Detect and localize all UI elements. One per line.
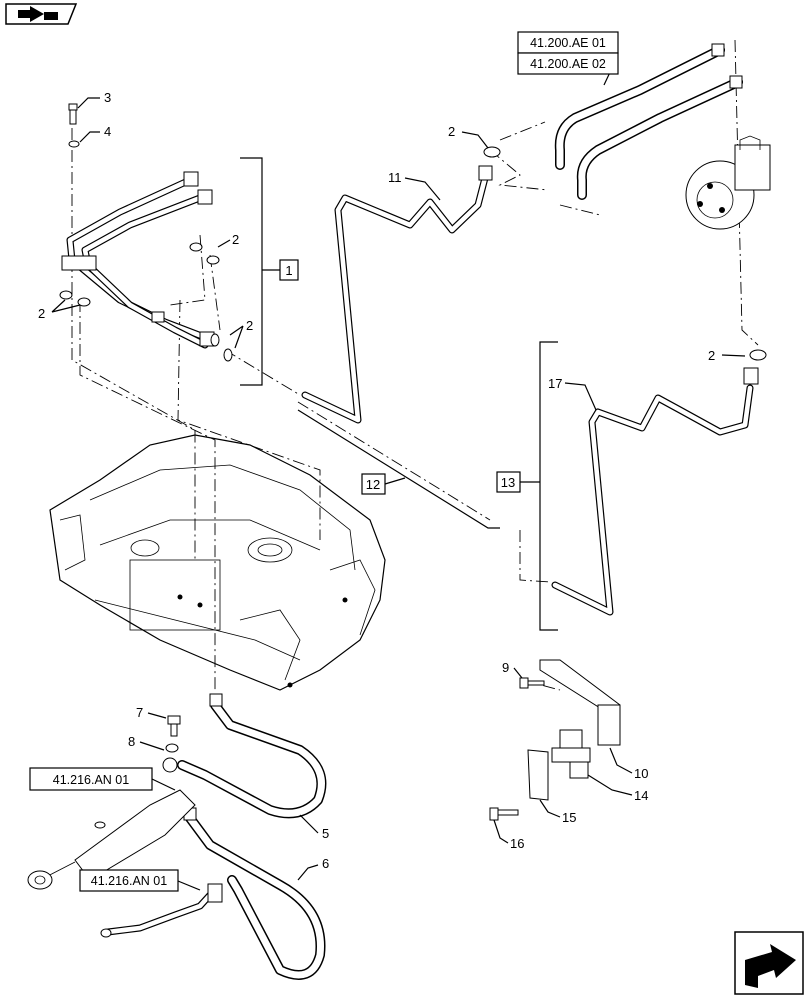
callout-16: 16 — [510, 836, 524, 851]
callout-2: 2 — [246, 318, 253, 333]
callout-2: 2 — [38, 306, 45, 321]
arrow-to-book-icon[interactable] — [5, 3, 78, 25]
callout-14: 14 — [634, 788, 648, 803]
washer-8 — [162, 743, 179, 773]
lower-pipe — [100, 883, 223, 938]
group-box-1[interactable]: 1 — [279, 259, 299, 281]
leader-group-12 — [297, 409, 500, 529]
group-label: 13 — [501, 475, 515, 490]
callout-4: 4 — [104, 124, 111, 139]
pipe-17 — [551, 349, 767, 616]
ref-box-41-200-ae-01[interactable]: 41.200.AE 01 — [517, 31, 619, 54]
callout-2: 2 — [708, 348, 715, 363]
group-box-12[interactable]: 12 — [361, 473, 386, 495]
ref-label: 41.200.AE 02 — [530, 57, 606, 71]
tube-assembly — [61, 171, 216, 349]
callout-numbers: 3 4 2 2 2 2 2 11 17 9 10 14 15 16 7 8 5 … — [38, 90, 715, 871]
ref-box-41-200-ae-02[interactable]: 41.200.AE 02 — [517, 52, 619, 75]
ref-label: 41.216.AN 01 — [91, 874, 167, 888]
callout-15: 15 — [562, 810, 576, 825]
callout-2: 2 — [232, 232, 239, 247]
washer-4 — [68, 140, 80, 148]
callout-9: 9 — [502, 660, 509, 675]
bolt-3 — [68, 103, 78, 125]
bolt-7 — [167, 715, 181, 737]
callout-11: 11 — [388, 170, 402, 185]
bolt-16 — [489, 807, 519, 821]
callout-17: 17 — [548, 376, 562, 391]
hose-5 — [177, 693, 327, 819]
axle-housing — [49, 434, 386, 691]
callout-6: 6 — [322, 856, 329, 871]
callout-2: 2 — [448, 124, 455, 139]
plate-15 — [527, 749, 549, 801]
o-rings — [59, 242, 233, 362]
steering-hoses — [554, 43, 743, 200]
group-label: 12 — [366, 477, 380, 492]
ref-box-41-216-an-01-lower[interactable]: 41.216.AN 01 — [79, 869, 179, 892]
construction-lines — [71, 39, 759, 691]
ref-label: 41.200.AE 01 — [530, 36, 606, 50]
bracket-10 — [539, 659, 621, 746]
callout-5: 5 — [322, 826, 329, 841]
bolt-9 — [519, 677, 545, 689]
ref-box-41-216-an-01-upper[interactable]: 41.216.AN 01 — [29, 767, 153, 791]
bracket-group-1 — [240, 157, 280, 386]
ref-label: 41.216.AN 01 — [53, 773, 129, 787]
callout-10: 10 — [634, 766, 648, 781]
callout-7: 7 — [136, 705, 143, 720]
arrow-right-icon[interactable] — [734, 931, 804, 995]
bracket-group-13 — [520, 341, 558, 631]
steering-motor — [685, 135, 771, 230]
pipe-11 — [301, 146, 501, 424]
leader-lines — [51, 67, 746, 891]
group-label: 1 — [285, 263, 292, 278]
callout-8: 8 — [128, 734, 135, 749]
clamp-14 — [551, 729, 591, 779]
hose-6 — [183, 807, 326, 980]
callout-3: 3 — [104, 90, 111, 105]
group-box-13[interactable]: 13 — [496, 471, 521, 493]
